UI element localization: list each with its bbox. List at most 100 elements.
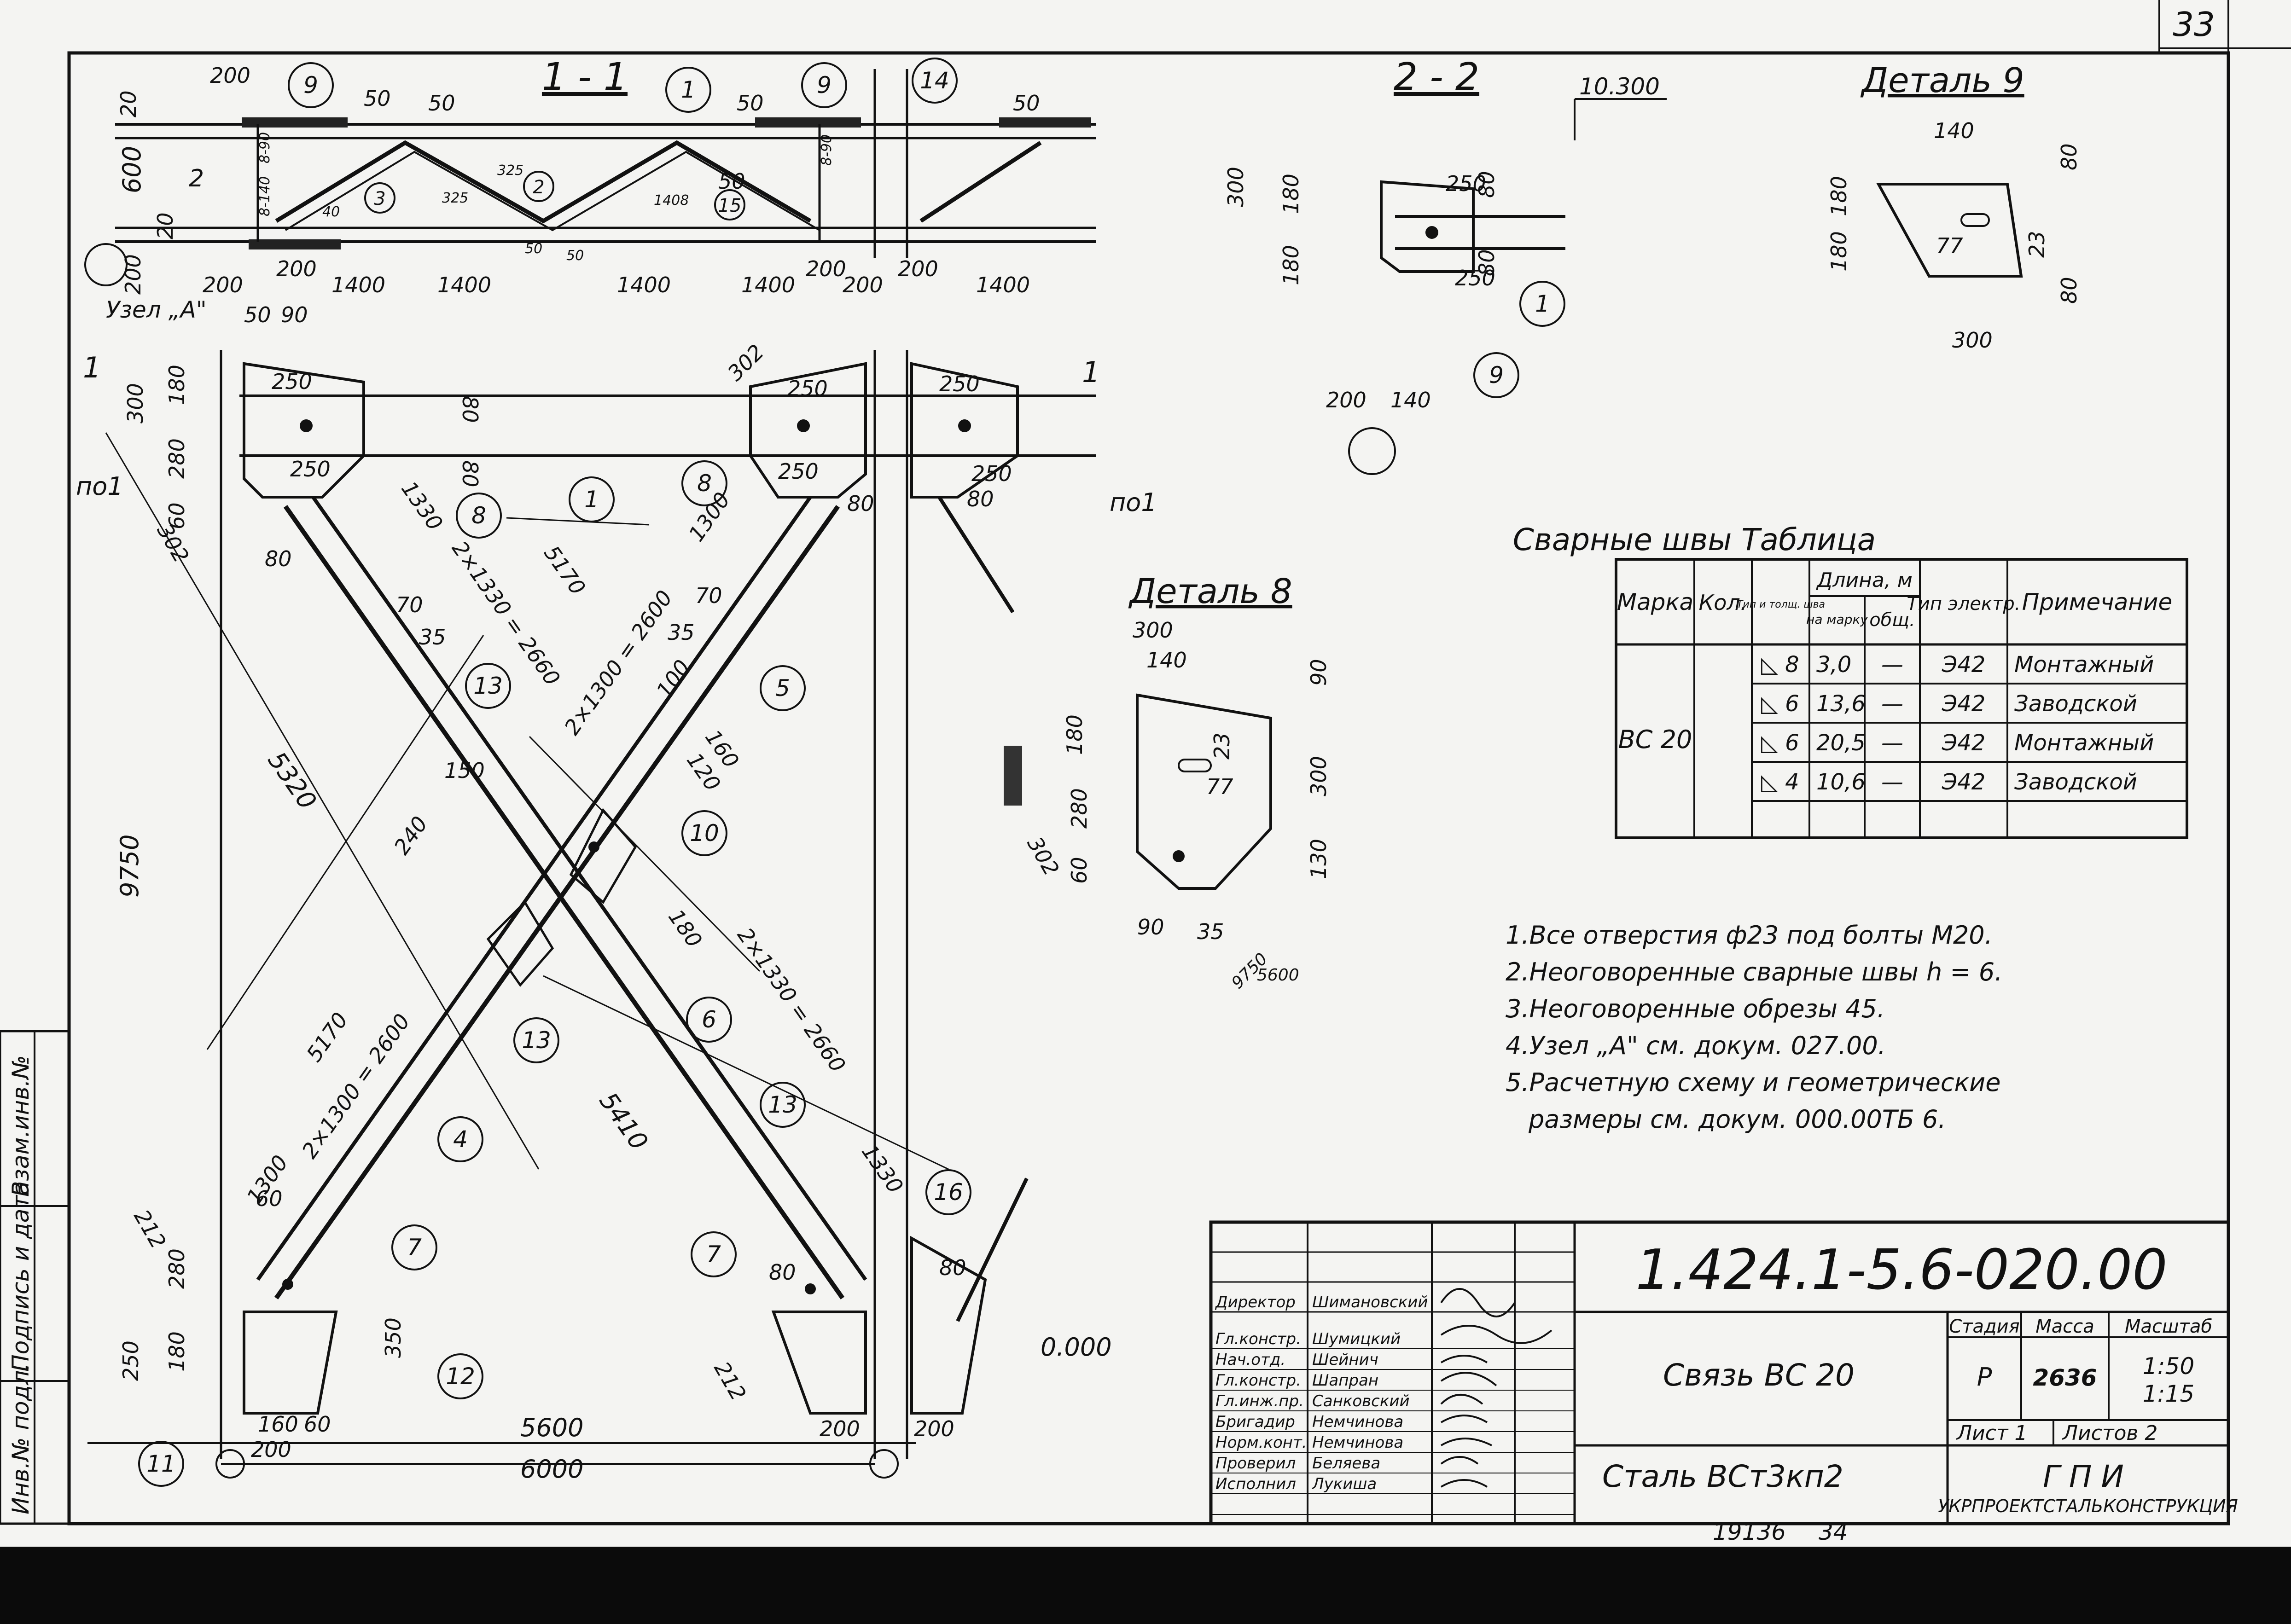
- s11-int-6: 325: [497, 162, 523, 179]
- staff-name-0: Шимановский: [1312, 1293, 1428, 1311]
- weld-h-type: Тип и толщ. шва: [1737, 599, 1825, 610]
- s22-dim-5: 250: [1455, 266, 1495, 290]
- dim-left-3: 180: [164, 365, 189, 405]
- dim-top-6: 250: [778, 459, 819, 484]
- detail-9: Деталь 9 140 80 180 180 77 23 80 300: [1826, 61, 2082, 353]
- d9-dim-7: 300: [1952, 328, 1993, 353]
- callout: 1: [1519, 281, 1565, 327]
- staff-role-7: Проверил: [1215, 1454, 1296, 1473]
- po-label-right: по1: [1110, 488, 1157, 517]
- position-callouts: 9 9 14 1 3 2 15 8 8 1 5 13 10 13 6 4 13 …: [138, 58, 1565, 1487]
- s11-int-8: 50: [566, 248, 584, 264]
- callout: 9: [288, 62, 334, 108]
- stamp-scale-head: Масштаб: [2125, 1316, 2212, 1337]
- weld-r0-per: 3,0: [1816, 652, 1851, 678]
- s11-dim-side-1: 600: [117, 146, 146, 193]
- callout: 2: [523, 171, 554, 202]
- callout: 15: [714, 189, 745, 220]
- s11-dim-bottom-7: 200: [843, 273, 883, 297]
- s11-dim-bottom-8: 200: [898, 256, 938, 281]
- d9-dim-6: 80: [2057, 277, 2082, 304]
- s22-dim-0: 300: [1223, 167, 1248, 207]
- weld-r0-type: ◺ 8: [1761, 652, 1799, 678]
- dim-left-0: 50: [244, 302, 271, 327]
- callout: 8: [681, 460, 727, 506]
- weld-r3-total: —: [1881, 769, 1903, 795]
- d9-dim-1: 80: [2057, 143, 2082, 170]
- d9-dim-3: 180: [1826, 231, 1851, 272]
- dim-bottom-10: 200: [914, 1416, 954, 1441]
- d8-dim-6: 280: [1067, 788, 1092, 829]
- side-label-sign: Подпись и дата: [7, 1181, 34, 1372]
- weld-r2-el: Э42: [1942, 730, 1986, 756]
- staff-name-8: Лукиша: [1311, 1475, 1377, 1493]
- s22-dim-2: 180: [1279, 245, 1303, 285]
- drawing-frame: [67, 51, 2230, 1525]
- dim-diag-7: 70: [695, 583, 722, 608]
- stamp-material: Сталь ВСт3кп2: [1602, 1459, 1843, 1494]
- dim-diag-5: 35: [419, 625, 446, 650]
- staff-name-1: Шумицкий: [1312, 1330, 1401, 1348]
- dim-diag-27: 80: [939, 1255, 966, 1280]
- s11-dim-side-2: 20: [153, 212, 178, 239]
- s11-dim-top-2: 50: [428, 91, 455, 116]
- svg-text:2: 2: [533, 177, 544, 198]
- d8-dim-5: 77: [1206, 774, 1233, 799]
- weld-table-title: Сварные швы Таблица: [1513, 522, 1876, 557]
- svg-text:5: 5: [775, 675, 790, 702]
- note-1: 1.Все отверстия ф23 под болты М20.: [1506, 921, 1993, 950]
- stamp-sheet: Лист 1: [1956, 1421, 2027, 1445]
- callout: 9: [801, 62, 847, 108]
- weld-h-qty: Кол.: [1699, 590, 1747, 615]
- svg-text:16: 16: [934, 1179, 963, 1206]
- note-2: 2.Неоговоренные сварные швы h = 6.: [1506, 957, 2002, 986]
- paper: [0, 0, 2291, 1547]
- weld-r3-el: Э42: [1942, 769, 1986, 795]
- s11-int-4: 40: [322, 204, 340, 220]
- svg-text:4: 4: [453, 1126, 468, 1153]
- staff-role-3: Гл.констр.: [1215, 1371, 1301, 1390]
- svg-text:12: 12: [446, 1363, 475, 1390]
- dim-bottom-8: 5600: [520, 1413, 583, 1442]
- bottom-note-1: 19136: [1713, 1519, 1786, 1545]
- staff-role-5: Бригадир: [1215, 1413, 1295, 1431]
- dim-diag-25: 80: [967, 487, 994, 511]
- staff-role-8: Исполнил: [1215, 1475, 1296, 1493]
- d8-dim-0: 300: [1133, 618, 1173, 643]
- svg-text:8: 8: [471, 502, 486, 529]
- note-3: 3.Неоговоренные обрезы 45.: [1506, 994, 1885, 1023]
- svg-text:8: 8: [697, 470, 712, 497]
- weld-r0-note: Монтажный: [2014, 652, 2154, 678]
- dim-bottom-7: 200: [251, 1437, 291, 1462]
- staff-name-2: Шейнич: [1312, 1351, 1378, 1369]
- svg-text:14: 14: [920, 67, 949, 94]
- bottom-note-2: 34: [1819, 1519, 1848, 1545]
- doc-code: 1.424.1-5.6-020.00: [1635, 1238, 2167, 1302]
- dim-bottom-5: 60: [304, 1412, 331, 1437]
- svg-text:13: 13: [522, 1027, 551, 1054]
- weld-r2-type: ◺ 6: [1761, 730, 1799, 756]
- d8-dim-9: 60: [1067, 857, 1092, 884]
- dim-top-5: 250: [787, 376, 828, 401]
- callout: 1: [569, 476, 615, 522]
- callout: 4: [437, 1116, 483, 1162]
- d9-dim-5: 23: [2024, 231, 2049, 258]
- d8-dim-1: 140: [1146, 648, 1187, 673]
- s22-dim-1: 180: [1279, 174, 1303, 214]
- d8-dim-11: 90: [1137, 915, 1164, 940]
- d9-dim-2: 180: [1826, 176, 1851, 216]
- callout: 12: [437, 1353, 483, 1399]
- dim-bottom-2: 250: [118, 1340, 143, 1381]
- staff-role-2: Нач.отд.: [1215, 1351, 1285, 1369]
- cut-label-right: 1: [1082, 355, 1100, 389]
- dim-bottom-1: 180: [164, 1331, 189, 1372]
- callout: 5: [760, 665, 806, 711]
- side-strip: Инв.№ подл. Подпись и дата Взам.инв.№: [0, 1030, 70, 1525]
- weld-h-length: Длина, м: [1816, 568, 1913, 592]
- stamp-object: Связь ВС 20: [1663, 1357, 1855, 1393]
- detail-9-title: Деталь 9: [1860, 61, 2024, 100]
- s22-dim-6: 80: [1474, 249, 1499, 276]
- weld-r3-type: ◺ 4: [1761, 769, 1799, 795]
- svg-text:11: 11: [146, 1450, 176, 1477]
- dim-diag-24: 80: [847, 491, 874, 516]
